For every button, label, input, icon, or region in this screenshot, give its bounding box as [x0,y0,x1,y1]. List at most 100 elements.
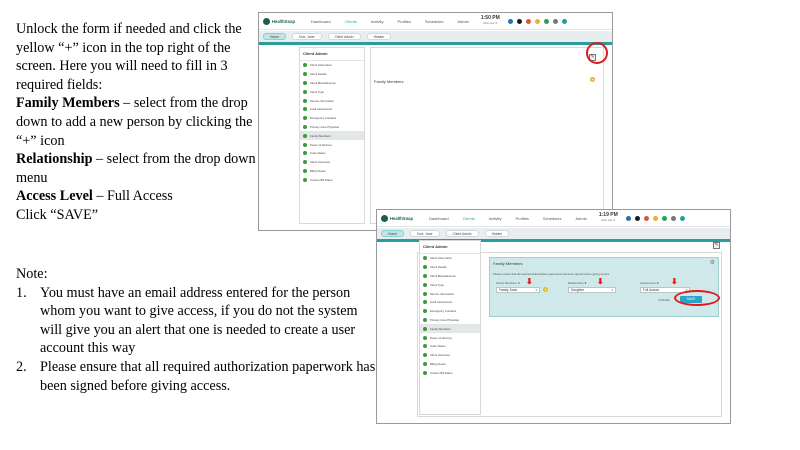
notification-icon[interactable] [534,18,540,24]
note-text: You must have an email address entered f… [40,284,358,357]
check-icon [303,177,307,182]
main-nav: Dashboard Clients Activity Profiles Sche… [429,216,587,221]
sidebar-item[interactable]: Client Information [420,254,480,263]
nav-admin[interactable]: Admin [457,18,469,24]
cancel-button[interactable]: CANCEL [658,298,671,302]
sidebar-item[interactable]: Custom Bill Rates [420,368,480,377]
task-icon[interactable] [543,18,549,24]
check-icon [423,265,427,270]
sidebar-item-label: Lead Assessment [310,107,333,112]
help-icon[interactable] [625,215,631,221]
sidebar-item[interactable]: Emergency Contacts [420,307,480,316]
sidebar-item[interactable]: Family Members [420,324,480,334]
sidebar-item[interactable]: Billing Notes [300,167,364,176]
relationship-label: Relationship ★ [568,281,587,285]
add-plus-icon[interactable]: + [590,77,595,82]
client-name-tab[interactable]: Doe, Jane [410,230,440,237]
sidebar-item[interactable]: Power of Attorney [420,333,480,342]
sidebar-item[interactable]: Client Type [300,87,364,96]
sidebar-item[interactable]: Emergency Contacts [300,114,364,123]
sidebar-item-label: Client Miscellaneous [310,80,336,85]
relationship-label: Relationship [16,151,93,168]
client-name-tab[interactable]: Doe, Jane [292,33,322,40]
nav-schedules[interactable]: Schedules [424,18,444,24]
check-icon [303,168,307,173]
nav-activity[interactable]: Activity [370,18,384,24]
nav-profiles[interactable]: Profiles [515,215,529,221]
sidebar-item-label: Custom Bill Rates [310,177,333,182]
sidebar-item[interactable]: Custom Bill Rates [300,175,364,184]
nav-activity[interactable]: Activity [488,215,502,221]
sidebar-item-label: Custom Bill Rates [430,370,453,375]
nav-dashboard[interactable]: Dashboard [311,18,331,24]
family-member-label: Family Members ★ [496,281,520,285]
user-icon[interactable] [516,18,522,24]
client-admin-tab[interactable]: Client Admin [327,33,361,40]
sidebar-item[interactable]: Primary Care Physician [300,123,364,132]
sidebar-item[interactable]: Code Status [420,342,480,351]
nav-profiles[interactable]: Profiles [397,18,411,24]
hidden-tab[interactable]: Hidden [366,33,392,40]
sidebar-item-label: Client Details [430,265,447,270]
sidebar-item[interactable]: Client Information [300,61,364,70]
power-icon[interactable] [561,18,567,24]
sidebar-item[interactable]: Power of Attorney [300,140,364,149]
user-icon[interactable] [634,215,640,221]
client-admin-tab[interactable]: Client Admin [445,230,479,237]
sidebar-item-label: Client Details [310,72,327,77]
sidebar-item[interactable]: Service Information [420,289,480,298]
check-icon [423,370,427,375]
check-icon [303,142,307,147]
family-member-select[interactable]: Family, Kass▾ [496,287,540,293]
alert-icon[interactable] [525,18,531,24]
settings-icon[interactable]: ⚙ [709,260,715,266]
hidden-tab[interactable]: Hidden [484,230,510,237]
sidebar-item[interactable]: Family Members [300,131,364,141]
sidebar-item-label: Billing Notes [310,168,326,173]
sidebar-item[interactable]: Client Miscellaneous [300,79,364,88]
edit-icon[interactable]: ✎ [713,242,720,249]
nav-admin[interactable]: Admin [575,215,587,221]
help-icon[interactable] [507,18,513,24]
access-level-label: Access Level [16,188,93,205]
sidebar-item[interactable]: Client Insurance [300,158,364,167]
sidebar-item[interactable]: Client Type [420,280,480,289]
check-icon [423,361,427,366]
screenshot-family-members-list: HealthSnap Dashboard Clients Activity Pr… [258,12,613,231]
sidebar-item[interactable]: Client Miscellaneous [420,272,480,281]
tools-icon[interactable] [552,18,558,24]
home-tab[interactable]: Home [381,230,405,237]
sidebar-item[interactable]: Lead Assessment [300,105,364,114]
nav-dashboard[interactable]: Dashboard [429,215,449,221]
nav-clients[interactable]: Clients [462,215,475,221]
task-icon[interactable] [661,215,667,221]
app-header: HealthSnap Dashboard Clients Activity Pr… [259,13,612,30]
check-icon [303,72,307,77]
sidebar-item[interactable]: Lead Assessment [420,298,480,307]
sidebar-item[interactable]: Client Insurance [420,351,480,360]
alert-icon[interactable] [643,215,649,221]
nav-schedules[interactable]: Schedules [542,215,562,221]
client-toolbar: Home Doe, Jane Client Admin Hidden [259,31,612,42]
check-icon [303,151,307,156]
content-title: Family Members [374,79,404,84]
add-family-member-icon[interactable]: + [543,287,548,292]
power-icon[interactable] [679,215,685,221]
notification-icon[interactable] [652,215,658,221]
sidebar-item[interactable]: Service Information [300,96,364,105]
relationship-select[interactable]: Daughter▾ [568,287,616,293]
tools-icon[interactable] [670,215,676,221]
sidebar-item-label: Code Status [430,344,446,349]
sidebar-item[interactable]: Client Details [420,263,480,272]
sidebar-item[interactable]: Billing Notes [420,360,480,369]
sidebar-item[interactable]: Primary Care Physician [420,316,480,325]
check-icon [303,133,307,138]
sidebar-item[interactable]: Client Details [300,70,364,79]
app-logo[interactable]: HealthSnap [263,17,301,25]
nav-clients[interactable]: Clients [344,18,357,24]
home-tab[interactable]: Home [263,33,287,40]
sidebar-item-label: Primary Care Physician [430,317,460,322]
note-text: Please ensure that all required authoriz… [40,358,376,394]
app-logo[interactable]: HealthSnap [381,214,419,222]
sidebar-item[interactable]: Code Status [300,149,364,158]
